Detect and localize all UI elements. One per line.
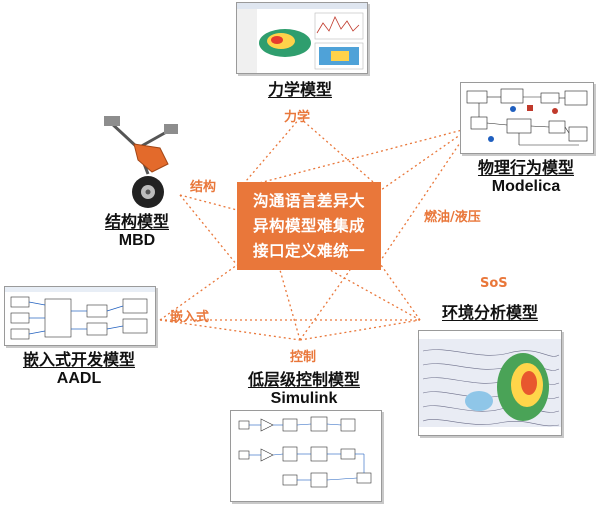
link-environment — [380, 264, 421, 321]
center-line-2: 异构模型难集成 — [252, 216, 365, 235]
structural-model-label: 结构模型 MBD — [92, 212, 182, 250]
embedded-model-name: 嵌入式开发模型 — [22, 350, 135, 369]
control-model-language: Simulink — [270, 390, 338, 407]
edge-label-sos: SoS — [480, 276, 508, 291]
environment-model-thumbnail — [418, 330, 562, 436]
environment-model-name: 环境分析模型 — [441, 303, 538, 322]
link-physical — [380, 127, 471, 191]
environment-model-label: 环境分析模型 — [430, 303, 550, 322]
edge-label-structural: 结构 — [190, 180, 217, 195]
structural-model-name: 结构模型 — [104, 212, 169, 231]
edge-label-fuel-hydraulic: 燃油/液压 — [424, 210, 481, 225]
mechanics-model-label: 力学模型 — [250, 80, 350, 99]
control-model-name: 低层级控制模型 — [247, 370, 360, 389]
edge-label-mechanics: 力学 — [284, 110, 311, 125]
physical-model-thumbnail — [460, 82, 594, 154]
link-control — [279, 269, 301, 341]
link-mechanics — [239, 117, 301, 189]
edge-label-embedded: 嵌入式 — [170, 310, 210, 325]
physical-model-name: 物理行为模型 — [477, 158, 574, 177]
physical-model-language: Modelica — [491, 178, 561, 195]
structural-model-language: MBD — [118, 232, 156, 249]
embedded-model-language: AADL — [56, 370, 102, 387]
center-line-1: 沟通语言差异大 — [252, 191, 365, 210]
mechanics-model-thumbnail — [236, 2, 368, 74]
center-line-3: 接口定义难统一 — [252, 241, 365, 260]
edge-label-control: 控制 — [290, 350, 317, 365]
structural-model-picture — [90, 108, 190, 212]
central-challenges-box: 沟通语言差异大 异构模型难集成 接口定义难统一 — [237, 182, 381, 270]
link-embedded — [159, 264, 238, 321]
mechanics-model-name: 力学模型 — [267, 80, 332, 99]
control-model-thumbnail — [230, 410, 382, 502]
embedded-model-thumbnail — [4, 286, 156, 346]
control-model-label: 低层级控制模型 Simulink — [240, 370, 368, 408]
physical-model-label: 物理行为模型 Modelica — [460, 158, 592, 196]
embedded-model-label: 嵌入式开发模型 AADL — [4, 350, 154, 388]
